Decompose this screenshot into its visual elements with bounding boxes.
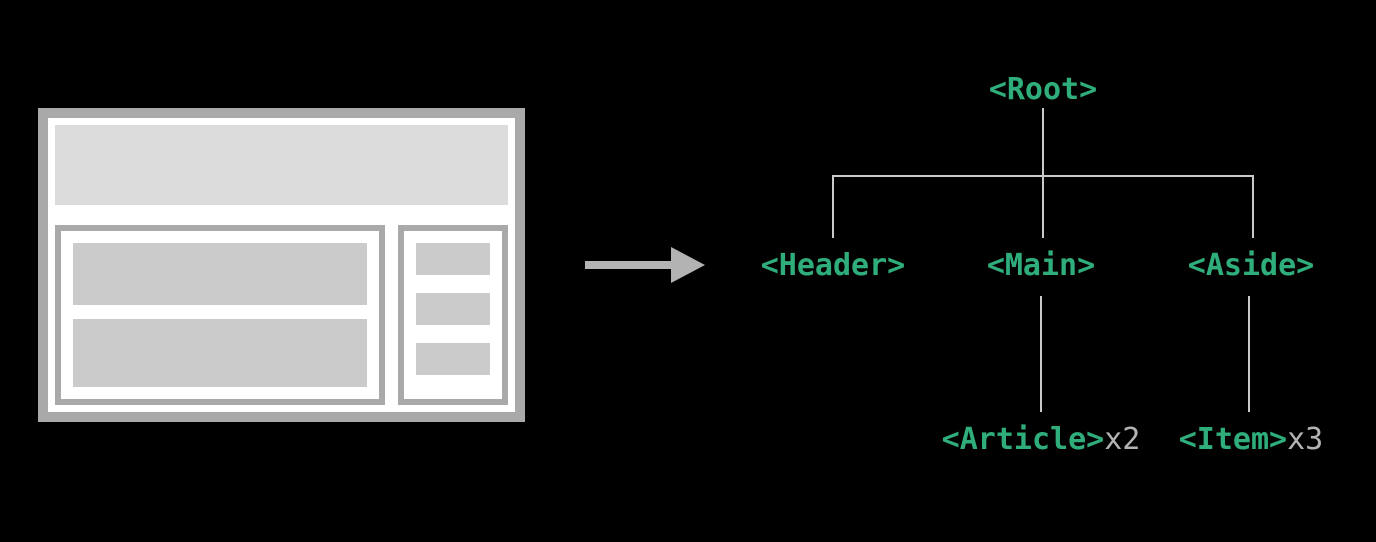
wireframe-aside-item xyxy=(416,243,490,275)
wireframe-article-bar xyxy=(73,243,367,305)
tree-node-article-label: <Article> xyxy=(941,422,1105,457)
tree-node-aside: <Aside> xyxy=(1188,248,1314,283)
wireframe-body-row xyxy=(55,225,508,405)
tree-connector-main xyxy=(1042,175,1044,238)
tree-node-main: <Main> xyxy=(987,248,1095,283)
wireframe-main-box xyxy=(55,225,385,405)
tree-connector-aside xyxy=(1252,175,1254,238)
tree-node-main-label: <Main> xyxy=(986,248,1096,283)
tree-connector-root xyxy=(1042,108,1044,175)
right-arrow-icon xyxy=(585,247,705,283)
tree-node-root-label: <Root> xyxy=(988,72,1098,107)
tree-connector-header xyxy=(832,175,834,238)
tree-node-item-multiplier: x3 xyxy=(1287,422,1324,457)
layout-wireframe xyxy=(38,108,525,422)
wireframe-aside-item xyxy=(416,293,490,325)
wireframe-header-block xyxy=(55,125,508,205)
tree-node-item-label: <Item> xyxy=(1178,422,1288,457)
tree-node-aside-label: <Aside> xyxy=(1187,248,1315,283)
tree-node-item: <Item>x3 xyxy=(1179,422,1324,457)
wireframe-aside-box xyxy=(398,225,508,405)
tree-node-article-multiplier: x2 xyxy=(1104,422,1141,457)
tree-node-header-label: <Header> xyxy=(760,248,906,283)
wireframe-article-bar xyxy=(73,319,367,387)
wireframe-aside-item xyxy=(416,343,490,375)
tree-node-root: <Root> xyxy=(989,72,1097,107)
tree-node-header: <Header> xyxy=(761,248,906,283)
tree-connector-article xyxy=(1040,296,1042,412)
tree-node-article: <Article>x2 xyxy=(942,422,1141,457)
tree-connector-item xyxy=(1248,296,1250,412)
